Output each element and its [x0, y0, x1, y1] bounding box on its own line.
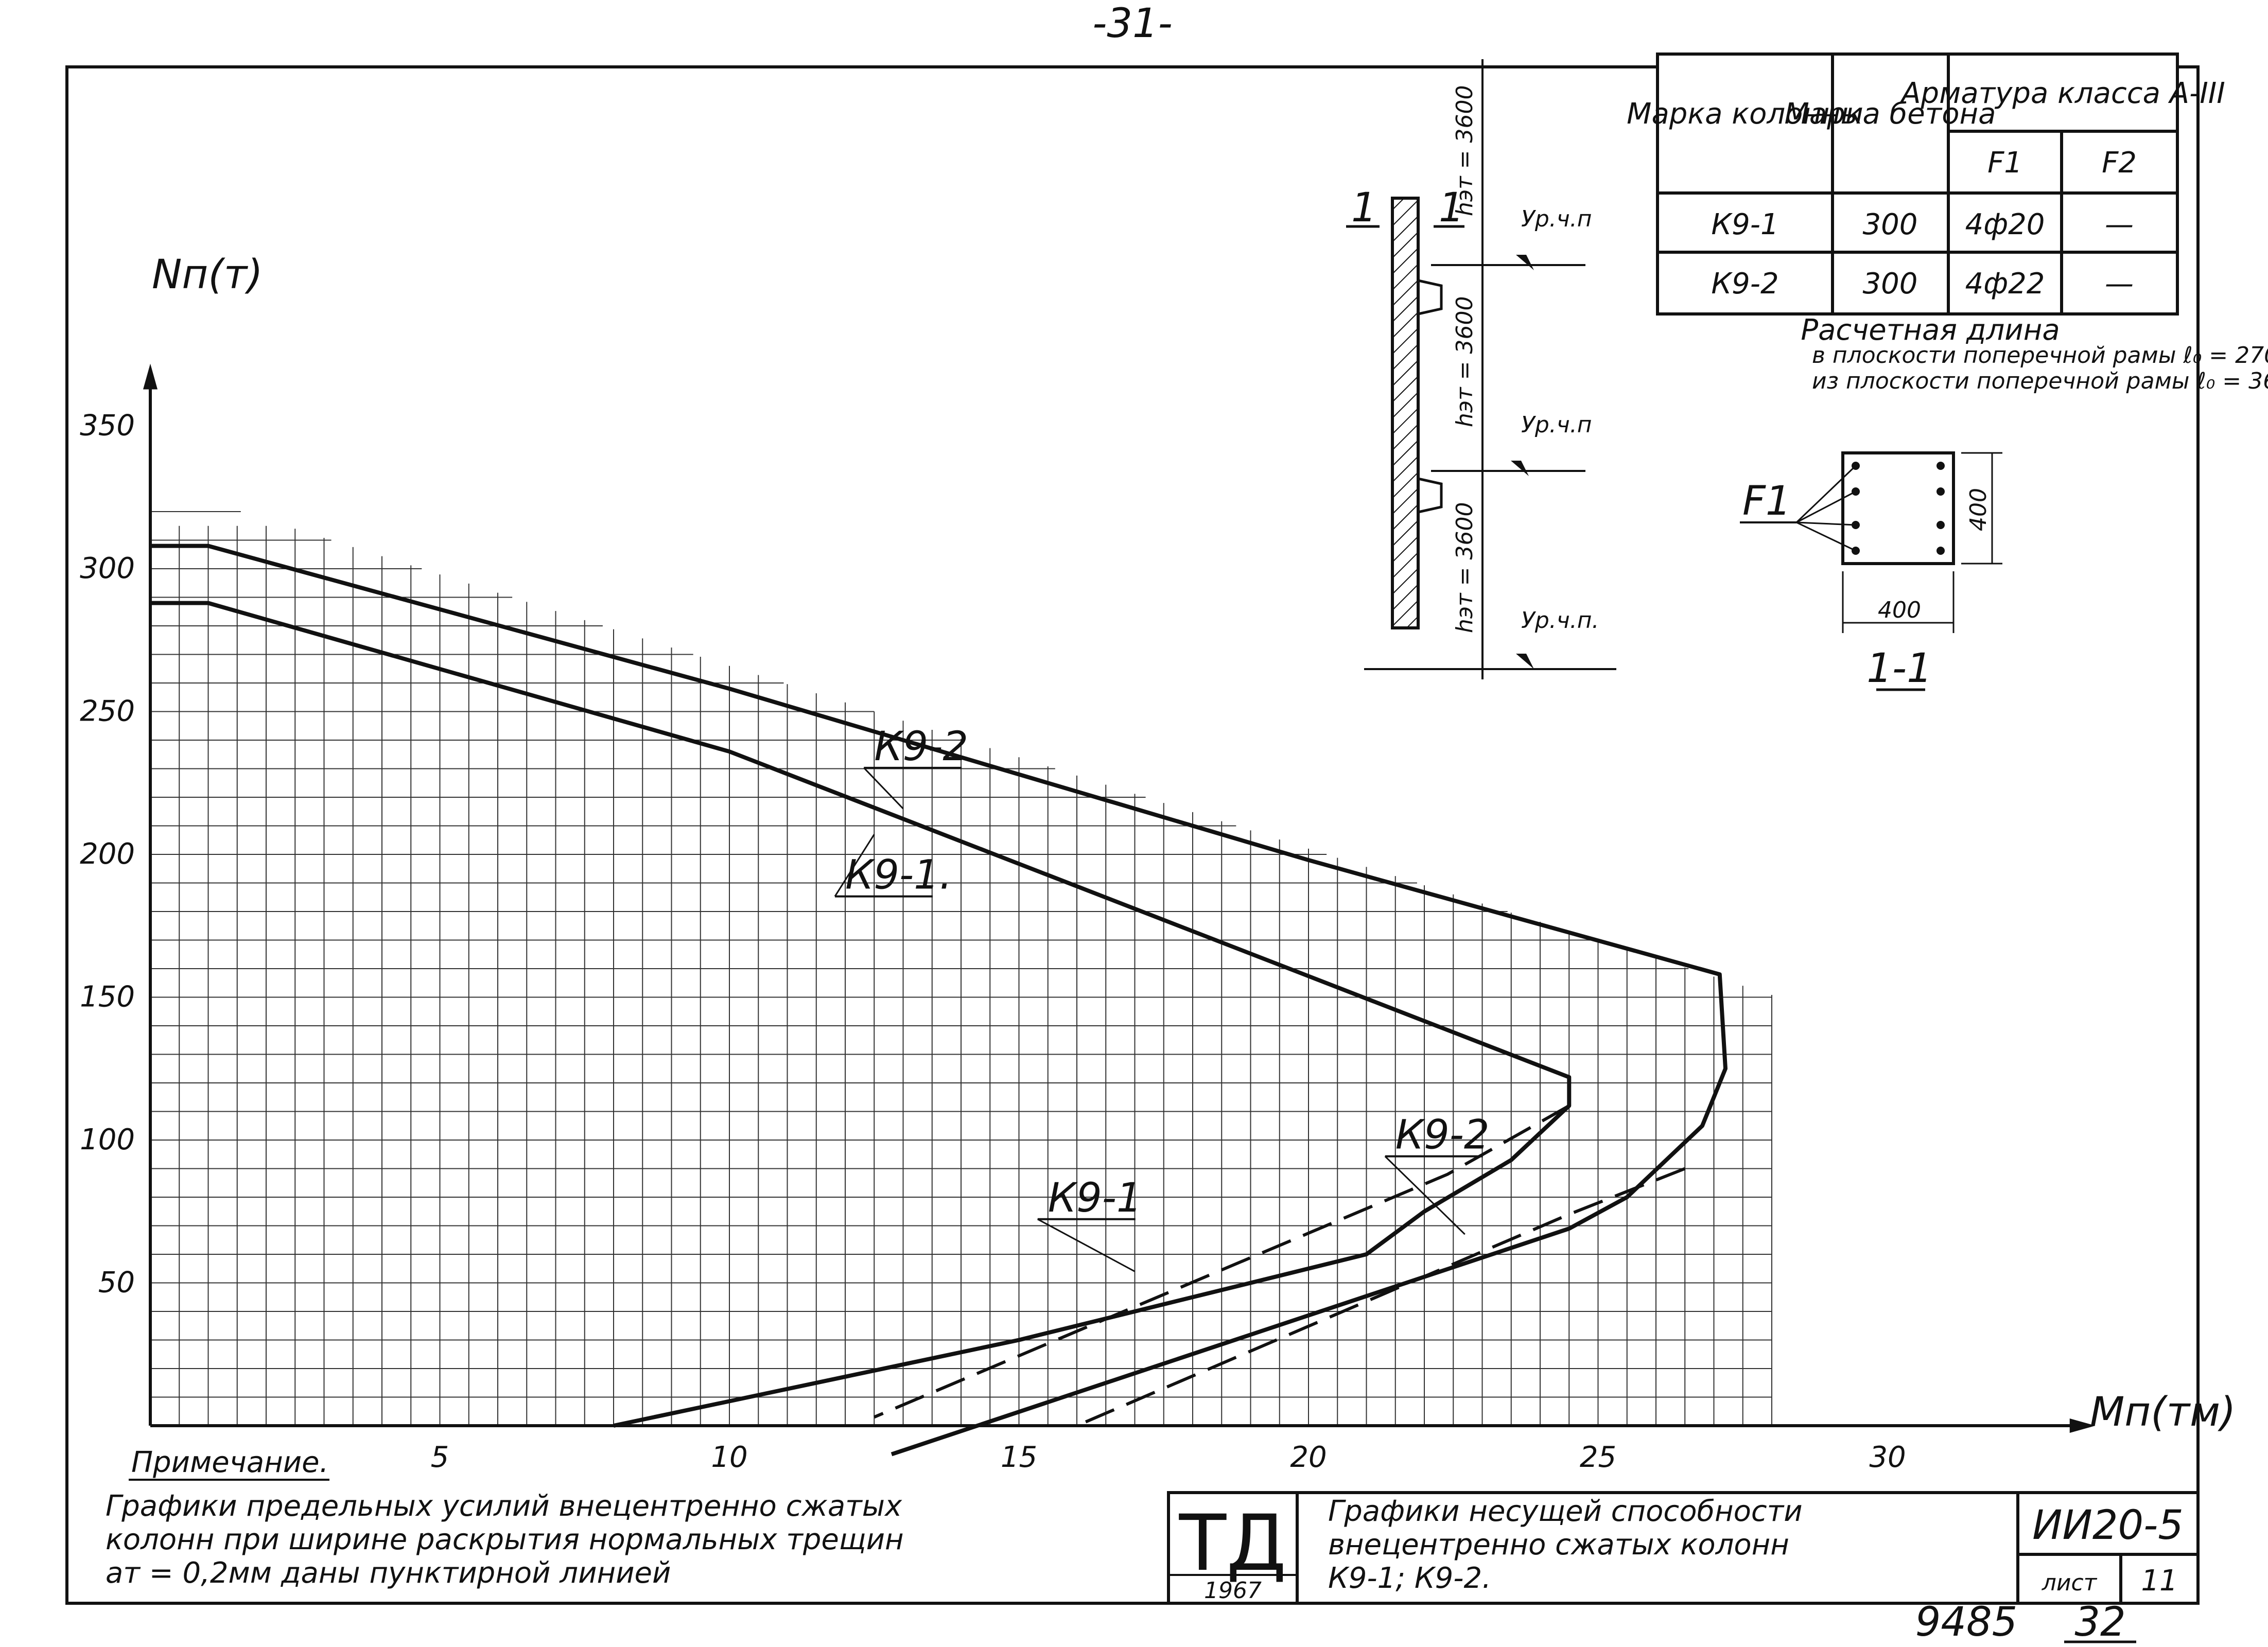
annotation-leader: [863, 767, 904, 810]
y-tick-label: 200: [80, 837, 135, 871]
chart-annotations: К9-2К9-1.К9-2К9-1: [834, 724, 1490, 1272]
table-cell: К9-1: [1711, 208, 1778, 241]
y-tick-label: 350: [80, 409, 135, 443]
design-length-line2: из плоскости поперечной рамы ℓ₀ = 3600мм: [1812, 368, 2268, 394]
y-tick-label: 250: [80, 695, 135, 728]
title-block: ТД 1967 Графики несущей способности внец…: [1167, 1491, 2200, 1605]
series-line-к91-dashed: [874, 1104, 1570, 1419]
series-annotation: К9-2: [1395, 1112, 1490, 1159]
title-line: Графики несущей способности: [1328, 1495, 1803, 1528]
annotation-leader: [834, 834, 875, 897]
footnote: Примечание. Графики предельных усилий вн…: [106, 1446, 904, 1590]
x-tick-label: 30: [1869, 1441, 1906, 1474]
level-label: Ур.ч.п: [1521, 206, 1592, 232]
level-label: Ур.ч.п: [1521, 412, 1592, 438]
x-tick-label: 20: [1290, 1441, 1327, 1474]
rebar-table: Марка колонны Марка бетона Арматура клас…: [1627, 52, 2225, 316]
table-subheader-f2: F2: [2102, 146, 2137, 180]
design-length-title: Расчетная длина: [1801, 313, 2060, 347]
cross-section: F1 400 400 1-1: [1740, 451, 2002, 692]
column-elevation: 1 1 Ур.ч.п Ур.ч.п Ур.ч.п. hэт = 3600 hэт…: [1346, 59, 1616, 679]
section-caption: 1-1: [1866, 645, 1932, 692]
height-label: hэт = 3600: [1452, 296, 1478, 427]
y-tick-label: 100: [80, 1123, 135, 1157]
note-title: Примечание.: [131, 1446, 328, 1479]
dimension-height: 400: [1965, 488, 1992, 531]
level-label: Ур.ч.п.: [1521, 607, 1599, 634]
design-length-note: Расчетная длина в плоскости поперечной р…: [1801, 313, 2268, 394]
sheet-frame: [65, 65, 2200, 1605]
table-cell: —: [2105, 267, 2134, 301]
height-label: hэт = 3600: [1452, 502, 1478, 633]
note-line: Графики предельных усилий внецентренно с…: [106, 1490, 902, 1523]
table-header-concrete-mark: Марка бетона: [1785, 97, 1996, 131]
page-number: -31-: [1092, 1, 1173, 47]
table-cell: 300: [1863, 208, 1918, 241]
x-axis-label: Mп(тм): [2090, 1389, 2236, 1435]
chart-grid: [150, 511, 1772, 1426]
sheet-number: 11: [2141, 1564, 2177, 1598]
table-cell: 4ф22: [1965, 267, 2045, 301]
table-cell: 4ф20: [1965, 208, 2045, 241]
chart-series: [150, 544, 1728, 1457]
annotation-leader: [1384, 1155, 1466, 1235]
sheet-label: лист: [2042, 1570, 2098, 1596]
note-line: aт = 0,2мм даны пунктирной линией: [106, 1556, 671, 1590]
y-tick-label: 300: [80, 552, 135, 585]
stamp-sheet: 32: [2074, 1599, 2125, 1645]
series-line-к92-dashed: [1076, 1167, 1686, 1427]
series-line-к92-solid: [150, 544, 1728, 1457]
x-tick-label: 25: [1580, 1441, 1616, 1474]
note-line: колонн при ширине раскрытия нормальных т…: [106, 1523, 904, 1556]
rebar-label: F1: [1742, 478, 1791, 524]
height-label: hэт = 3600: [1452, 85, 1478, 216]
series-line-к91-solid: [150, 601, 1572, 1428]
y-axis-arrow: [143, 363, 158, 390]
table-header-column-mark: Марка колонны: [1627, 97, 1863, 131]
dimension-width: 400: [1878, 597, 1921, 623]
section-mark: 1: [1351, 185, 1377, 231]
series-annotation: К9-1: [1048, 1175, 1142, 1221]
section-mark: 1: [1439, 185, 1464, 231]
x-tick-label: 5: [431, 1441, 449, 1474]
series-annotation: К9-1.: [845, 852, 952, 899]
chart-axes: [143, 363, 2096, 1433]
title-block-year: 1967: [1204, 1578, 1262, 1604]
x-tick-label: 15: [1001, 1441, 1037, 1474]
design-length-line1: в плоскости поперечной рамы ℓ₀ = 2700мм: [1812, 342, 2268, 369]
annotation-leader: [1037, 1218, 1136, 1272]
table-cell: К9-2: [1711, 267, 1778, 301]
x-axis-arrow: [2069, 1418, 2096, 1433]
y-tick-label: 50: [98, 1266, 135, 1300]
y-tick-label: 150: [80, 980, 135, 1014]
series-annotation: К9-2: [874, 724, 968, 770]
table-header-rebar: Арматура класса А-III: [1899, 77, 2225, 110]
publisher-logo: ТД: [1179, 1499, 1287, 1588]
drawing-code: ИИ20-5: [2032, 1502, 2184, 1549]
x-tick-label: 10: [711, 1441, 747, 1474]
stamp-number: 9485: [1915, 1599, 2018, 1645]
y-axis-label: Nп(т): [152, 252, 263, 298]
table-cell: —: [2105, 208, 2134, 241]
table-subheader-f1: F1: [1987, 146, 2022, 180]
table-cell: 300: [1863, 267, 1918, 301]
title-line: внецентренно сжатых колонн: [1328, 1528, 1789, 1562]
chart-ticks: 5 10 15 20 25 30 50 100 150 200 250 300 350: [80, 409, 1906, 1475]
title-line: К9-1; К9-2.: [1328, 1562, 1491, 1595]
